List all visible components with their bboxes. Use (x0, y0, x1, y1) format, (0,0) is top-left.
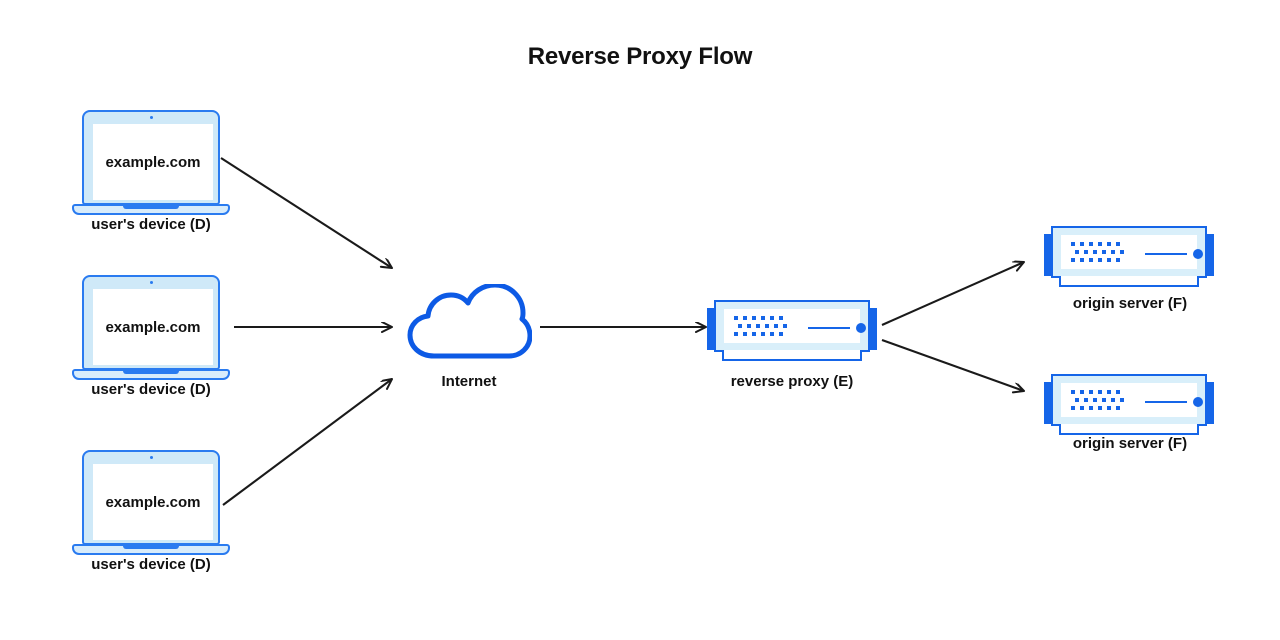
origin-server-2[interactable] (1044, 374, 1214, 438)
server-body (1051, 374, 1207, 426)
server-status-dot (1193, 249, 1203, 259)
origin-server-2-label: origin server (F) (1072, 435, 1188, 452)
laptop-lid: example.com (82, 275, 220, 370)
client-device-2-label: user's device (D) (91, 381, 211, 398)
laptop-hinge-notch (123, 545, 179, 549)
server-body (1051, 226, 1207, 278)
laptop-screen: example.com (93, 124, 213, 200)
screen-url-text: example.com (105, 493, 201, 511)
server-vent-grid-icon (1071, 242, 1124, 262)
laptop-lid: example.com (82, 110, 220, 205)
server-status-dot (856, 323, 866, 333)
client-device-1-label: user's device (D) (91, 216, 211, 233)
origin-server-1[interactable] (1044, 226, 1214, 290)
server-base (1059, 276, 1199, 287)
arrow-client1-to-internet (220, 157, 392, 268)
reverse-proxy-label: reverse proxy (E) (730, 373, 854, 390)
screen-url-text: example.com (105, 318, 201, 336)
server-status-line (808, 327, 850, 329)
server-body (714, 300, 870, 352)
server-status-line (1145, 253, 1187, 255)
server-face (1061, 235, 1197, 269)
laptop-hinge-notch (123, 205, 179, 209)
origin-server-1-label: origin server (F) (1072, 295, 1188, 312)
laptop-camera-icon (149, 116, 153, 119)
internet-cloud[interactable] (406, 282, 533, 362)
server-base (1059, 424, 1199, 435)
internet-label: Internet (441, 373, 497, 390)
laptop-camera-icon (149, 281, 153, 284)
laptop-lid: example.com (82, 450, 220, 545)
client-device-2[interactable]: example.com (72, 275, 230, 395)
screen-url-text: example.com (105, 153, 201, 171)
client-device-3-label: user's device (D) (91, 556, 211, 573)
arrow-proxy-to-origin1 (881, 262, 1024, 326)
page-title: Reverse Proxy Flow (527, 43, 753, 70)
laptop-camera-icon (149, 456, 153, 459)
laptop-hinge-notch (123, 370, 179, 374)
server-status-line (1145, 401, 1187, 403)
laptop-screen: example.com (93, 464, 213, 540)
server-status-dot (1193, 397, 1203, 407)
server-base (722, 350, 862, 361)
client-device-3[interactable]: example.com (72, 450, 230, 570)
cloud-icon (407, 282, 533, 359)
server-face (1061, 383, 1197, 417)
server-vent-grid-icon (1071, 390, 1124, 410)
server-vent-grid-icon (734, 316, 787, 336)
server-face (724, 309, 860, 343)
laptop-screen: example.com (93, 289, 213, 365)
reverse-proxy-node[interactable] (707, 300, 877, 364)
client-device-1[interactable]: example.com (72, 110, 230, 230)
